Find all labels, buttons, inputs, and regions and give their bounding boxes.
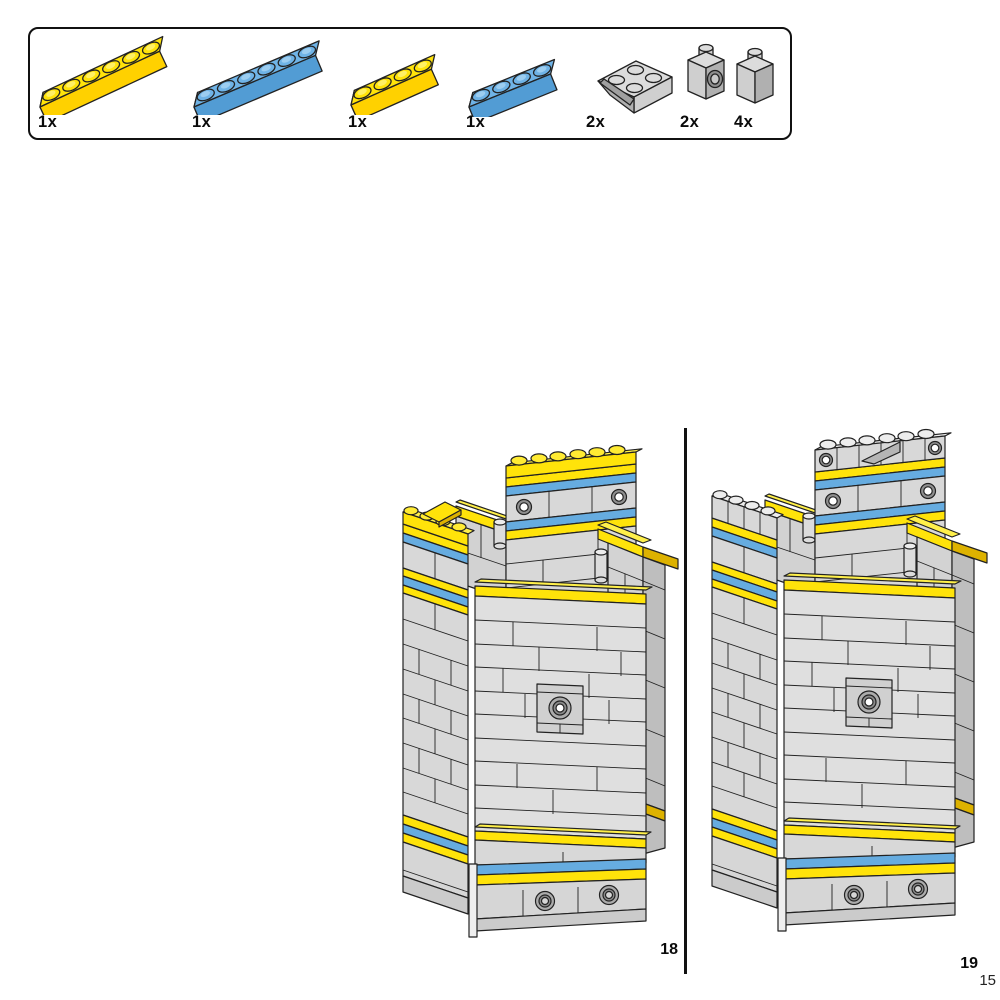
part-count: 1x <box>38 113 58 131</box>
brick-1x1-image <box>736 47 774 104</box>
part-plate-1x4-yellow <box>346 51 458 115</box>
part-plate-1x6-blue <box>188 35 338 115</box>
part-plate-1x6-yellow <box>34 33 184 115</box>
plate-1x6-blue-image <box>193 40 323 115</box>
part-count: 1x <box>192 113 212 131</box>
step-19-figure <box>702 428 997 978</box>
parts-callout-box: 1x 1x <box>28 27 792 140</box>
part-count: 2x <box>680 113 700 131</box>
step-number-19: 19 <box>960 955 978 972</box>
plate-1x4-blue-image <box>468 58 558 117</box>
step-18-figure <box>393 434 688 984</box>
step-number-18: 18 <box>660 941 678 958</box>
part-brick-1x1 <box>732 47 780 107</box>
part-plate-1x4-blue <box>464 55 576 117</box>
plate-1x6-yellow-image <box>39 35 168 115</box>
part-slope-2x2-inverted <box>584 37 676 129</box>
part-count: 1x <box>466 113 486 131</box>
slope-2x2-inverted-image <box>597 60 673 114</box>
part-count: 2x <box>586 113 606 131</box>
page-number: 15 <box>979 972 996 989</box>
part-brick-1x1-technic <box>680 43 734 105</box>
step-18-tower-illustration <box>402 444 679 938</box>
plate-1x4-yellow-image <box>350 53 439 115</box>
step-19-tower-illustration <box>711 428 988 932</box>
brick-1x1-technic-image <box>687 43 725 100</box>
part-count: 1x <box>348 113 368 131</box>
part-count: 4x <box>734 113 754 131</box>
step-divider-line <box>684 428 687 974</box>
